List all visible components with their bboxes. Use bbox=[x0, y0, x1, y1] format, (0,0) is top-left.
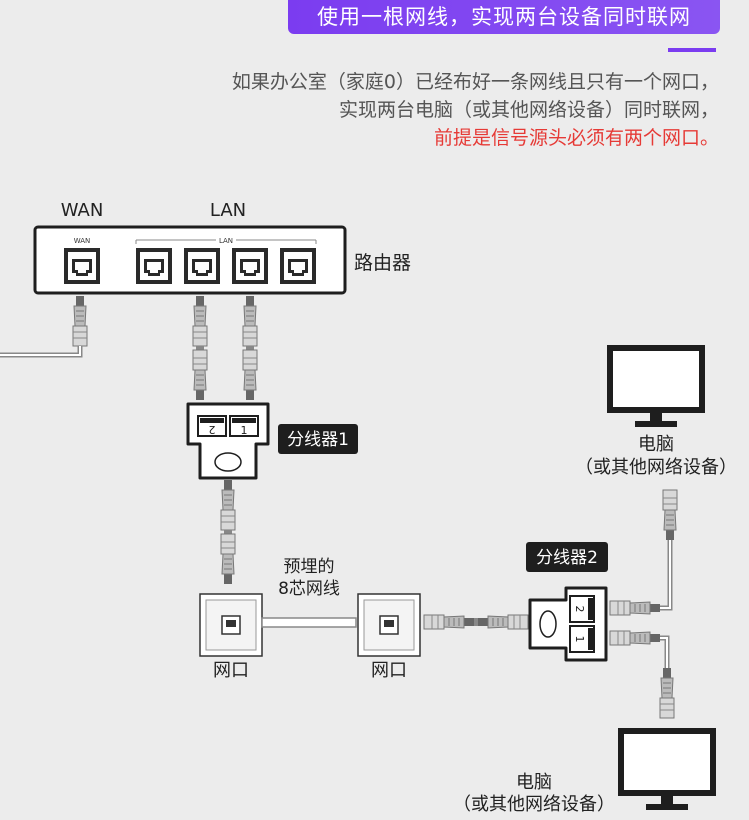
splitter-2-grip-icon bbox=[539, 610, 557, 638]
lan-port-3-icon bbox=[232, 248, 268, 284]
router-name-label: 路由器 bbox=[354, 252, 411, 274]
splitter-1-port-2-label: 2 bbox=[209, 423, 216, 436]
wall-port-right-label: 网口 bbox=[371, 660, 407, 681]
router-wan-label: WAN bbox=[61, 200, 104, 221]
computer-top-label-line-1: 电脑 bbox=[638, 434, 674, 455]
cable-label-line-1: 预埋的 bbox=[284, 557, 335, 577]
splitter-1: 2 1 bbox=[186, 402, 270, 480]
router: WAN LAN bbox=[33, 225, 347, 295]
computer-bottom-label-line-2: （或其他网络设备） bbox=[453, 794, 615, 815]
wall-port-right bbox=[357, 593, 421, 657]
title-banner: 使用一根网线，实现两台设备同时联网 bbox=[288, 0, 720, 34]
splitter-2-label: 分线器2 bbox=[536, 548, 598, 568]
splitter-2-port-2-label: 2 bbox=[573, 606, 586, 613]
computer-bottom-label-line-1: 电脑 bbox=[516, 772, 552, 793]
splitter-1-label-badge: 分线器1 bbox=[278, 424, 358, 454]
embedded-cable bbox=[261, 617, 357, 628]
computer-top-monitor-icon bbox=[607, 345, 705, 427]
splitter-1-to-wall-cable bbox=[220, 479, 236, 585]
wan-uplink-cable bbox=[0, 295, 88, 358]
lan-port-4-icon bbox=[280, 248, 316, 284]
intro-line-3: 前提是信号源头必须有两个网口。 bbox=[433, 127, 719, 149]
splitter-1-port-1-label: 1 bbox=[241, 424, 248, 437]
splitter-1-label: 分线器1 bbox=[287, 430, 349, 450]
splitter-2-to-computers-cables bbox=[609, 489, 678, 719]
splitter-2: 2 1 bbox=[528, 586, 608, 662]
router-wan-small-label: WAN bbox=[74, 237, 91, 245]
computer-top-label-line-2: （或其他网络设备） bbox=[575, 457, 737, 478]
wan-port-icon bbox=[64, 248, 100, 284]
title-underline bbox=[668, 48, 716, 52]
router-lan-small-label: LAN bbox=[219, 237, 233, 245]
wall-port-left bbox=[199, 593, 263, 657]
lan-cables-to-splitter-1 bbox=[192, 295, 258, 401]
wall-port-left-label: 网口 bbox=[213, 660, 249, 681]
intro-text: 如果办公室（家庭0）已经布好一条网线且只有一个网口， 实现两台电脑（或其他网络设… bbox=[232, 68, 719, 152]
splitter-1-grip-icon bbox=[214, 452, 242, 472]
computer-bottom-monitor-icon bbox=[618, 728, 716, 810]
wall-to-splitter-2-cable bbox=[423, 614, 529, 630]
cable-label-line-2: 8芯网线 bbox=[278, 579, 340, 599]
splitter-2-label-badge: 分线器2 bbox=[526, 542, 608, 572]
lan-port-1-icon bbox=[136, 248, 172, 284]
splitter-2-port-1-label: 1 bbox=[573, 636, 586, 643]
router-lan-label: LAN bbox=[210, 200, 246, 221]
intro-line-2: 实现两台电脑（或其他网络设备）同时联网， bbox=[338, 99, 719, 121]
lan-port-2-icon bbox=[184, 248, 220, 284]
intro-line-1: 如果办公室（家庭0）已经布好一条网线且只有一个网口， bbox=[231, 71, 719, 93]
